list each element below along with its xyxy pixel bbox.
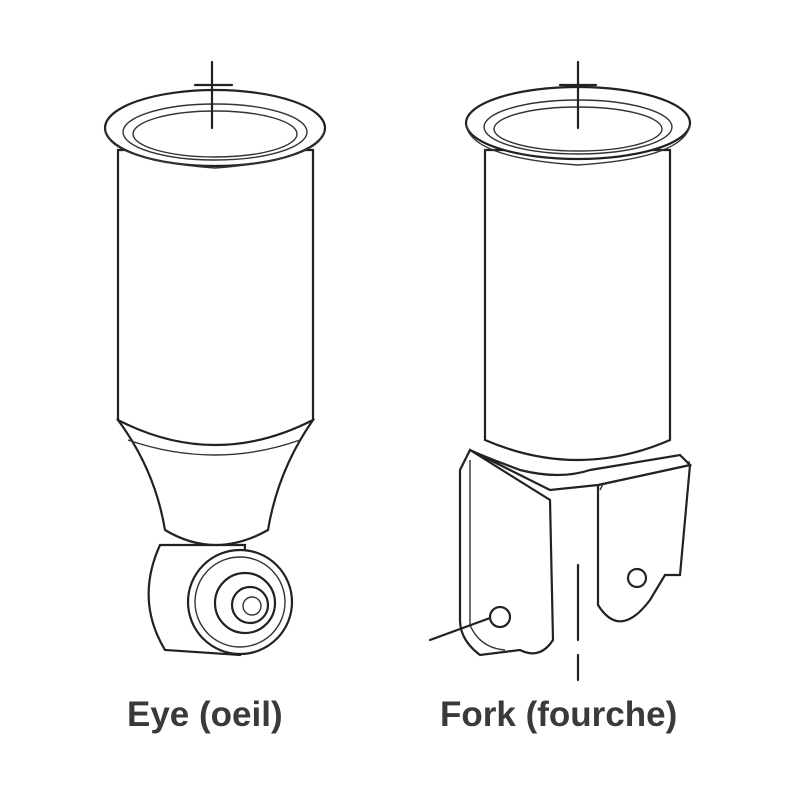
- eye-label: Eye (oeil): [127, 695, 283, 734]
- fork-body-cylinder: [483, 148, 672, 462]
- fork-back-leg: [596, 463, 692, 623]
- fork-front-leg: [458, 448, 555, 657]
- eye-body-cylinder: [116, 148, 315, 446]
- eye-fitting-drawing: [103, 60, 327, 657]
- fork-bracket: [469, 449, 693, 492]
- fork-fitting-drawing: [428, 60, 693, 682]
- fork-label: Fork (fourche): [440, 695, 678, 734]
- eye-neck-cone: [115, 418, 316, 546]
- eye-top-flange: [103, 88, 327, 168]
